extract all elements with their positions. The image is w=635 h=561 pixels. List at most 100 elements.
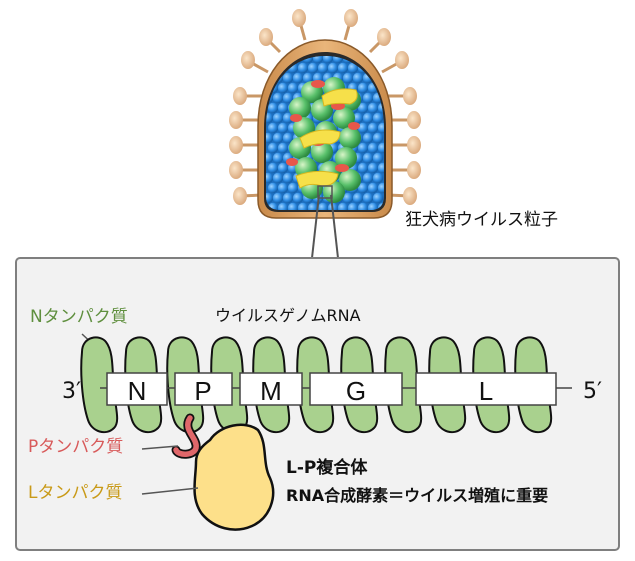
gene-box-n — [106, 372, 168, 406]
matrix-protein-ball — [362, 132, 374, 144]
matrix-protein-ball — [357, 202, 369, 210]
matrix-protein-ball — [347, 202, 359, 210]
virus-particle-illustration: 狂犬病ウイルス粒子 — [229, 9, 558, 230]
matrix-protein-ball — [352, 112, 364, 124]
matrix-protein-ball — [282, 112, 294, 124]
gene-map: N P M G L — [106, 372, 557, 406]
n-protein-label: Nタンパク質 — [30, 307, 128, 327]
matrix-protein-ball — [277, 202, 289, 210]
matrix-protein-ball — [266, 112, 274, 124]
matrix-protein-ball — [282, 92, 294, 104]
p-protein-label: Pタンパク質 — [28, 437, 123, 457]
matrix-protein-ball — [367, 162, 379, 174]
matrix-protein-ball — [317, 62, 329, 74]
matrix-protein-ball — [377, 122, 384, 134]
matrix-protein-ball — [367, 202, 379, 210]
matrix-protein-ball — [312, 56, 324, 64]
matrix-protein-ball — [267, 202, 279, 210]
l-protein-shape — [193, 423, 275, 531]
matrix-protein-ball — [266, 192, 274, 204]
matrix-protein-ball — [267, 162, 279, 174]
matrix-protein-ball — [272, 192, 284, 204]
matrix-protein-ball — [347, 62, 359, 74]
matrix-protein-ball — [352, 72, 364, 84]
matrix-protein-ball — [266, 56, 274, 64]
matrix-protein-ball — [282, 132, 294, 144]
gene-label-n: N — [128, 376, 147, 406]
matrix-protein-ball — [292, 192, 304, 204]
gene-label-g: G — [346, 376, 366, 406]
matrix-protein-ball — [367, 102, 379, 114]
matrix-protein-ball — [337, 202, 349, 210]
matrix-protein-ball — [377, 162, 384, 174]
n-protein-bean — [80, 336, 119, 434]
matrix-protein-ball — [272, 152, 284, 164]
p-protein-pointer — [141, 445, 179, 450]
matrix-protein-ball — [287, 202, 299, 210]
matrix-protein-ball — [367, 142, 379, 154]
matrix-protein-ball — [357, 182, 369, 194]
matrix-protein-ball — [372, 172, 384, 184]
matrix-protein-ball — [277, 182, 289, 194]
matrix-protein-ball — [267, 122, 279, 134]
matrix-protein-ball — [357, 82, 369, 94]
matrix-protein-ball — [272, 132, 284, 144]
complex-function: RNA合成酵素＝ウイルス増殖に重要 — [286, 486, 548, 505]
n-protein-bean — [384, 336, 423, 434]
matrix-protein-ball — [267, 142, 279, 154]
matrix-protein-ball — [277, 142, 289, 154]
matrix-protein-ball — [272, 112, 284, 124]
l-protein-label: Lタンパク質 — [28, 483, 122, 503]
complex-name: L-P複合体 — [286, 457, 368, 478]
matrix-protein-ball — [342, 192, 354, 204]
matrix-protein-ball — [362, 112, 374, 124]
matrix-protein-ball — [377, 182, 384, 194]
gene-box-m — [239, 372, 303, 406]
matrix-protein-ball — [322, 56, 334, 64]
matrix-protein-ball — [277, 102, 289, 114]
matrix-protein-ball — [302, 72, 314, 84]
matrix-protein-ball — [332, 56, 344, 64]
matrix-protein-ball — [357, 102, 369, 114]
matrix-protein-ball — [362, 92, 374, 104]
matrix-protein-ball — [367, 182, 379, 194]
matrix-protein-ball — [272, 172, 284, 184]
matrix-protein-ball — [372, 112, 384, 124]
matrix-protein-ball — [292, 72, 304, 84]
matrix-protein-ball — [327, 62, 339, 74]
matrix-protein-ball — [282, 72, 294, 84]
matrix-protein-ball — [272, 92, 284, 104]
matrix-protein-ball — [372, 56, 384, 64]
matrix-protein-ball — [337, 62, 349, 74]
matrix-protein-ball — [297, 202, 309, 210]
virus-particle-label: 狂犬病ウイルス粒子 — [405, 210, 558, 230]
matrix-protein-ball — [267, 102, 279, 114]
glycoprotein-spikes — [229, 9, 421, 205]
matrix-protein-ball — [352, 192, 364, 204]
l-protein-pointer — [141, 487, 199, 495]
matrix-protein-ball — [266, 152, 274, 164]
matrix-protein-ball — [372, 192, 384, 204]
matrix-protein-ball — [287, 82, 299, 94]
matrix-protein-ball — [357, 122, 369, 134]
matrix-protein-ball — [307, 202, 319, 210]
matrix-protein-ball — [362, 172, 374, 184]
matrix-protein-ball — [307, 62, 319, 74]
matrix-protein-ball — [267, 182, 279, 194]
gene-label-l: L — [479, 376, 493, 406]
gene-box-l — [415, 372, 557, 406]
rna-end-3prime: 3′ — [62, 379, 81, 404]
matrix-protein-ball — [342, 72, 354, 84]
zoom-line-right — [330, 194, 339, 259]
matrix-protein-layer — [266, 56, 384, 210]
genome-title: ウイルスゲノムRNA — [215, 306, 361, 325]
matrix-protein-ball — [372, 132, 384, 144]
zoom-source-box — [317, 185, 333, 199]
matrix-protein-ball — [372, 152, 384, 164]
matrix-protein-ball — [287, 182, 299, 194]
matrix-protein-ball — [357, 142, 369, 154]
gene-box-g — [309, 372, 403, 406]
matrix-protein-ball — [277, 82, 289, 94]
matrix-protein-ball — [377, 142, 384, 154]
matrix-protein-ball — [266, 132, 274, 144]
